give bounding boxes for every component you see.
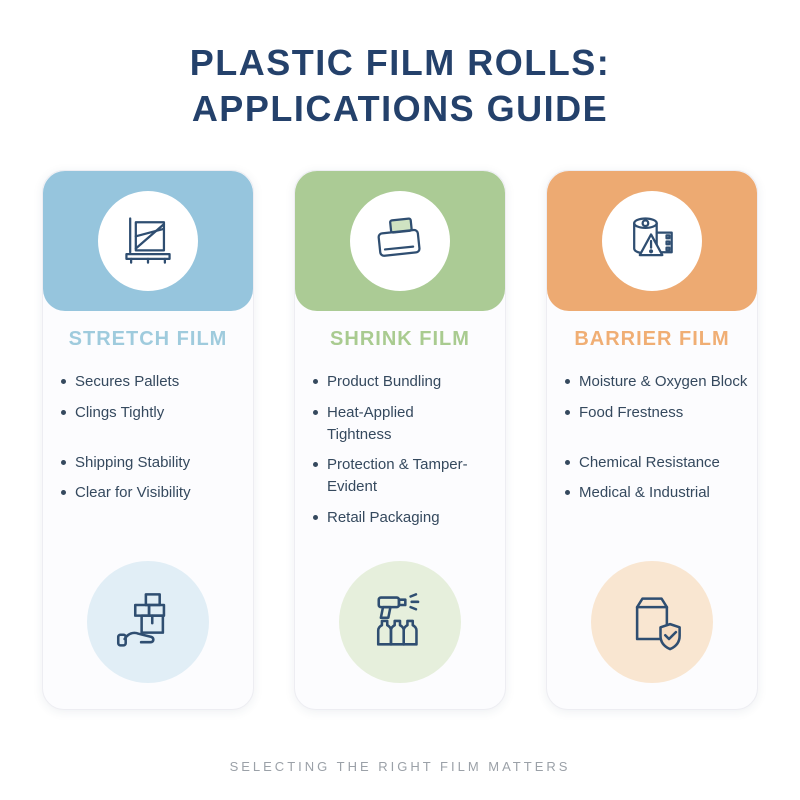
card-shrink-header — [295, 171, 505, 311]
card-barrier-film: BARRIER FILM Moisture & Oxygen Block Foo… — [546, 170, 758, 710]
bullet-item: Shipping Stability — [61, 452, 247, 474]
bullet-text: Clings Tightly — [75, 403, 165, 421]
shrink-header-icon-circle — [350, 191, 450, 291]
bullet-item: Clings Tightly — [61, 402, 247, 424]
film-roll-warning-icon — [633, 217, 673, 257]
shrink-wrapped-pack-icon — [377, 217, 421, 257]
bullet-text: Retail Packaging — [327, 508, 440, 526]
bullet-item: Product Bundling — [313, 371, 477, 393]
bullet-text: Medical & Industrial — [579, 484, 710, 502]
page-title-line2: APPLICATIONS GUIDE — [191, 88, 609, 130]
bullet-text: Heat-Applied Tightness — [327, 403, 414, 443]
card-barrier-title: BARRIER FILM — [574, 328, 730, 350]
page-title: PLASTIC FILM ROLLS: APPLICATIONS GUIDE — [0, 40, 800, 132]
card-stretch-bullets: Secures Pallets Clings Tightly Shipping … — [61, 371, 247, 513]
heat-gun-bottles-icon — [376, 593, 420, 646]
bullet-text: Chemical Resistance — [579, 453, 720, 471]
pouch-shield-icon — [635, 597, 681, 651]
bullet-item: Chemical Resistance — [565, 452, 751, 474]
card-barrier-header — [547, 171, 757, 311]
bullet-text: Protection & Tamper-Evident — [327, 456, 468, 495]
bullet-text: Food Frestness — [579, 403, 684, 421]
bullet-text: Product Bundling — [327, 373, 442, 390]
card-shrink-film: SHRINK FILM Product Bundling Heat-Applie… — [294, 170, 506, 710]
shrink-footer-icon-circle — [339, 561, 461, 683]
stretch-footer-icon-circle — [87, 561, 209, 683]
bullet-text: Shipping Stability — [75, 453, 191, 471]
hand-delivering-boxes-icon — [116, 593, 166, 647]
bullet-text: Secures Pallets — [75, 373, 180, 390]
card-barrier-bullets: Moisture & Oxygen Block Food Frestness C… — [565, 371, 751, 513]
stretch-header-icon-circle — [98, 191, 198, 291]
bullet-item: Clear for Visibility — [61, 482, 247, 504]
card-shrink-bullets: Product Bundling Heat-Applied Tightness … — [313, 371, 477, 538]
bullet-item: Moisture & Oxygen Block — [565, 371, 751, 393]
bullet-text: Moisture & Oxygen Block — [579, 373, 748, 390]
bullet-item: Secures Pallets — [61, 371, 247, 393]
card-shrink-title: SHRINK FILM — [330, 328, 470, 350]
bullet-item: Protection & Tamper-Evident — [313, 454, 477, 498]
barrier-header-icon-circle — [602, 191, 702, 291]
bullet-text: Clear for Visibility — [75, 484, 191, 502]
bullet-item: Medical & Industrial — [565, 482, 751, 504]
card-stretch-title: STRETCH FILM — [68, 328, 228, 350]
pallet-stretch-wrap-icon — [125, 217, 171, 264]
page-title-line1: PLASTIC FILM ROLLS: — [189, 42, 611, 83]
card-stretch-header — [43, 171, 253, 311]
cards-row: STRETCH FILM Secures Pallets Clings Tigh… — [42, 170, 758, 710]
bullet-item: Food Frestness — [565, 402, 751, 424]
card-stretch-film: STRETCH FILM Secures Pallets Clings Tigh… — [42, 170, 254, 710]
bullet-item: Heat-Applied Tightness — [313, 402, 477, 446]
footer-tagline: SELECTING THE RIGHT FILM MATTERS — [229, 759, 571, 774]
bullet-item: Retail Packaging — [313, 507, 477, 529]
barrier-footer-icon-circle — [591, 561, 713, 683]
